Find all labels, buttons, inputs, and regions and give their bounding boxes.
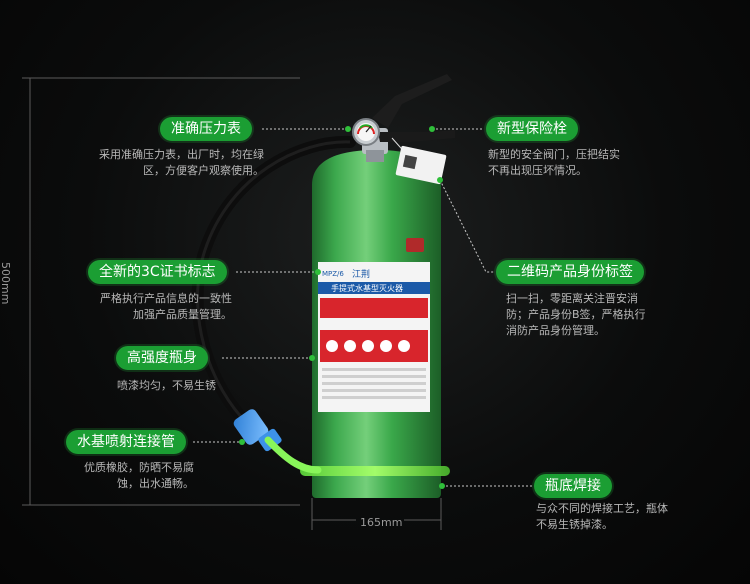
feature-tag-cert-label: 全新的3C证书标志 (88, 260, 227, 284)
feature-tag-safety-pin: 新型保险栓 (486, 117, 578, 141)
feature-desc-bottom-weld: 与众不同的焊接工艺，瓶体 不易生锈掉漆。 (536, 502, 668, 531)
callout-dots (239, 126, 445, 489)
height-dimension (22, 77, 300, 506)
pressure-gauge-icon (352, 118, 380, 146)
feature-tag-hose: 水基喷射连接管 (66, 430, 186, 454)
feature-desc-safety-pin: 新型的安全阀门，压把结实 不再出现压坏情况。 (488, 148, 620, 177)
label-product-name: 手提式水基型灭火器 (331, 283, 403, 293)
qr-tag (391, 137, 447, 185)
feature-tag-body: 高强度瓶身 (116, 346, 208, 370)
product-label (318, 262, 430, 412)
height-dimension-label: 500mm (0, 262, 12, 305)
feature-desc-hose: 优质橡胶，防晒不易腐 蚀，出水通畅。 (84, 461, 194, 490)
callout-lines (193, 128, 532, 487)
feature-desc-pressure-gauge: 采用准确压力表，出厂时，均在绿 区，方便客户观察使用。 (99, 148, 264, 177)
label-brand: 江荆 (352, 268, 370, 280)
feature-tag-pressure-gauge: 准确压力表 (160, 117, 252, 141)
label-model: MPZ/6 (322, 270, 344, 278)
width-dimension (311, 498, 442, 530)
cert-badge (406, 238, 424, 252)
width-dimension-label: 165mm (360, 516, 403, 529)
feature-desc-body: 喷漆均匀，不易生锈 (117, 379, 216, 392)
feature-tag-qr-tag: 二维码产品身份标签 (496, 260, 644, 284)
feature-desc-cert-label: 严格执行产品信息的一致性 加强产品质量管理。 (100, 292, 232, 321)
feature-tag-bottom-weld: 瓶底焊接 (534, 474, 612, 498)
feature-desc-qr-tag: 扫一扫，零距离关注晋安消 防；产品身份B签，严格执行 消防产品身份管理。 (506, 292, 646, 337)
